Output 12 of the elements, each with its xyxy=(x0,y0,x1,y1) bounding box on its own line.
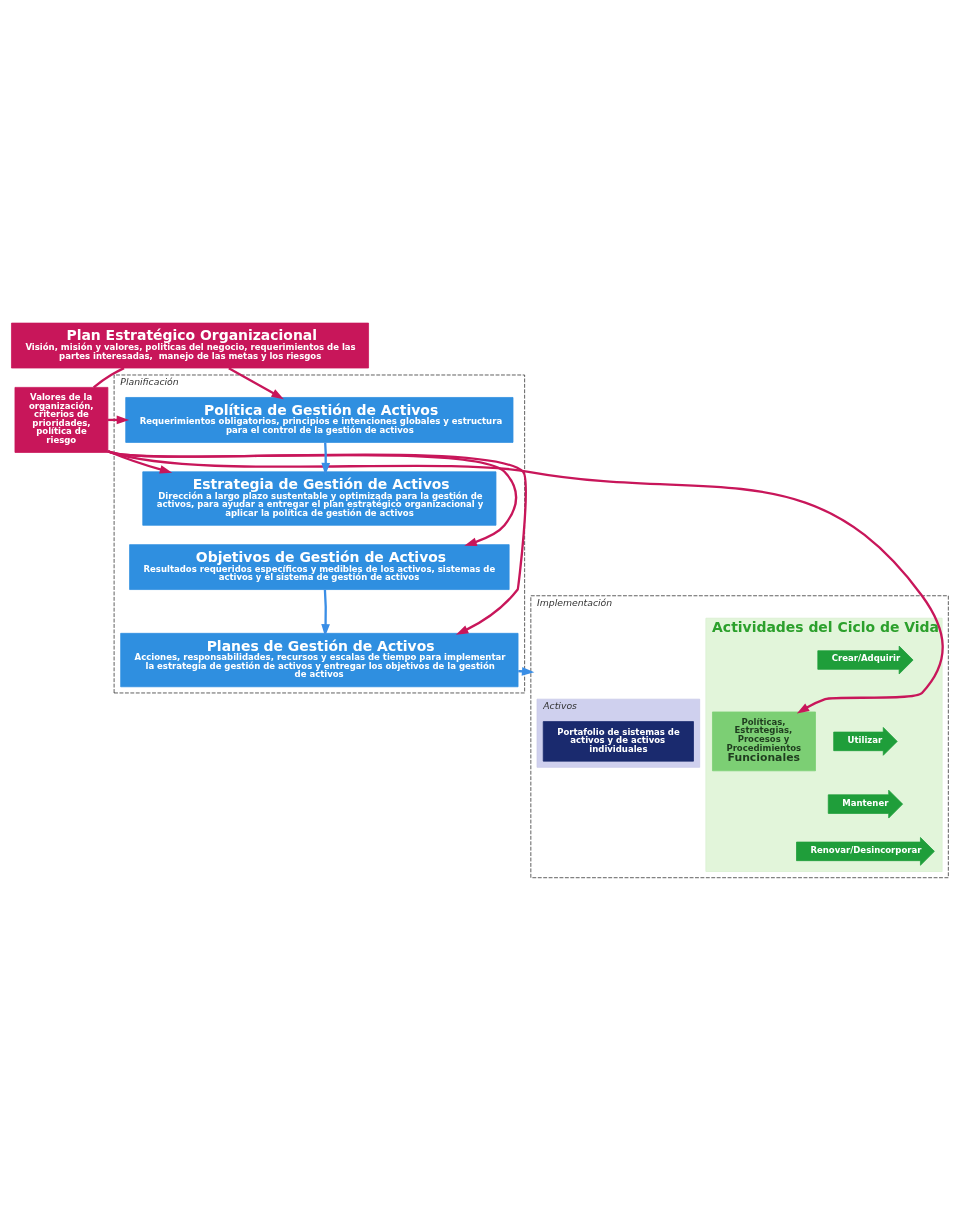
node-box: Valores de la organización, criterios de prioridades, política de riesgo xyxy=(14,387,109,453)
arrow xyxy=(228,367,284,400)
node-box: Portafolio de sistemas de activos y de activos individuales xyxy=(542,721,694,762)
arrow xyxy=(107,450,944,714)
node-box: Políticas, Estrategias, Procesos y Procedimientos Funcionales xyxy=(712,711,816,772)
node-box: Planes de Gestión de Activos Acciones, responsabilidades, recursos y escalas de tiempo para implementar la estrategia de gestión de activos y entregar los objetivos de la gestión de activos xyxy=(120,632,519,688)
node-box: Estrategia de Gestión de Activos Dirección a largo plazo sustentable y optimizada para la gestión de activos, para ayudar a entregar el plan estratégico organizacional y aplicar la política de gestión de activos xyxy=(142,471,497,526)
arrow xyxy=(321,589,330,637)
node-box: Objetivos de Gestión de Activos Resultados requeridos específicos y medibles de los activos, sistemas de activos y el sistema de gestión de activos xyxy=(129,544,510,590)
node-box: Política de Gestión de Activos Requerimientos obligatorios, principios e intenciones globales y estructura para el control de la gestión de activos xyxy=(125,397,514,443)
arrow xyxy=(321,442,331,476)
node-box: Plan Estratégico Organizacional Visión, misión y valores, politicas del negocio, requerimientos de las partes interesadas, manejo de las metas y los riesgos xyxy=(11,322,369,369)
